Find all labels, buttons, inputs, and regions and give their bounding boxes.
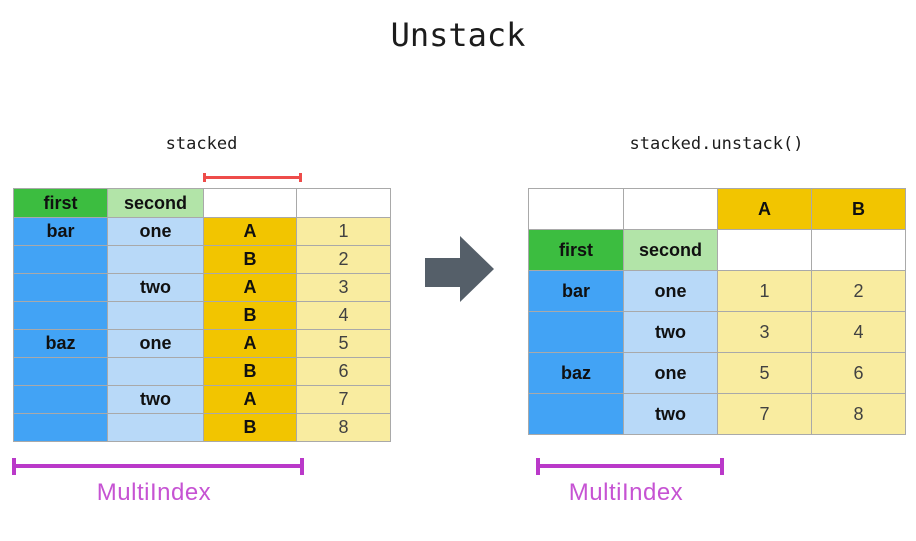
- index-cell: two: [623, 393, 718, 435]
- unstacked-table: A B first second bar one 1 2 two 3 4 baz…: [528, 188, 906, 435]
- empty-header-cell: [717, 229, 812, 271]
- column-a-header-cell: A: [717, 188, 812, 230]
- index-cell: B: [203, 245, 297, 274]
- value-cell: 3: [296, 273, 391, 302]
- index-cell: [13, 273, 108, 302]
- table-row: two A 3: [13, 273, 391, 302]
- index-cell: A: [203, 329, 297, 358]
- index-cell: [13, 413, 108, 442]
- index-cell: two: [107, 385, 204, 414]
- multiindex-label: MultiIndex: [96, 479, 212, 506]
- value-cell: 2: [296, 245, 391, 274]
- value-cell: 7: [717, 393, 812, 435]
- value-cell: 3: [717, 311, 812, 353]
- table-row: B 2: [13, 245, 391, 274]
- index-cell: two: [623, 311, 718, 353]
- index-cell: [528, 311, 624, 353]
- second-header-cell: second: [107, 188, 204, 218]
- stacked-column-bracket: [203, 173, 302, 182]
- index-cell: bar: [528, 270, 624, 312]
- value-cell: 7: [296, 385, 391, 414]
- index-cell: A: [203, 273, 297, 302]
- index-cell: one: [623, 270, 718, 312]
- index-cell: [107, 245, 204, 274]
- index-cell: baz: [13, 329, 108, 358]
- index-cell: baz: [528, 352, 624, 394]
- index-cell: [13, 385, 108, 414]
- multiindex-bracket: [536, 458, 724, 475]
- table-row: first second: [528, 229, 906, 271]
- column-b-header-cell: B: [811, 188, 906, 230]
- empty-header-cell: [811, 229, 906, 271]
- index-cell: one: [107, 217, 204, 246]
- value-cell: 5: [717, 352, 812, 394]
- value-cell: 6: [811, 352, 906, 394]
- empty-header-cell: [296, 188, 391, 218]
- page-title: Unstack: [390, 16, 526, 54]
- index-cell: B: [203, 301, 297, 330]
- value-cell: 4: [296, 301, 391, 330]
- table-row: first second: [13, 188, 391, 218]
- empty-header-cell: [528, 188, 624, 230]
- index-cell: two: [107, 273, 204, 302]
- stacked-label: stacked: [165, 134, 238, 154]
- index-cell: B: [203, 357, 297, 386]
- index-cell: [13, 301, 108, 330]
- empty-header-cell: [203, 188, 297, 218]
- index-cell: [13, 357, 108, 386]
- table-row: B 6: [13, 357, 391, 386]
- first-header-cell: first: [13, 188, 108, 218]
- value-cell: 5: [296, 329, 391, 358]
- value-cell: 2: [811, 270, 906, 312]
- value-cell: 1: [296, 217, 391, 246]
- value-cell: 1: [717, 270, 812, 312]
- index-cell: one: [107, 329, 204, 358]
- empty-header-cell: [623, 188, 718, 230]
- index-cell: [107, 413, 204, 442]
- index-cell: B: [203, 413, 297, 442]
- index-cell: [13, 245, 108, 274]
- index-cell: A: [203, 217, 297, 246]
- index-cell: [528, 393, 624, 435]
- table-row: bar one 1 2: [528, 270, 906, 312]
- table-row: baz one A 5: [13, 329, 391, 358]
- multiindex-label: MultiIndex: [568, 479, 684, 506]
- index-cell: bar: [13, 217, 108, 246]
- table-row: bar one A 1: [13, 217, 391, 246]
- multiindex-bracket: [12, 458, 304, 475]
- table-row: two A 7: [13, 385, 391, 414]
- right-arrow-icon: [425, 236, 494, 302]
- index-cell: [107, 357, 204, 386]
- table-row: B 8: [13, 413, 391, 442]
- table-row: two 3 4: [528, 311, 906, 353]
- table-row: baz one 5 6: [528, 352, 906, 394]
- table-row: two 7 8: [528, 393, 906, 435]
- stacked-table: first second bar one A 1 B 2 two A 3 B: [13, 188, 391, 442]
- value-cell: 4: [811, 311, 906, 353]
- unstacked-label: stacked.unstack(): [629, 134, 804, 154]
- index-cell: A: [203, 385, 297, 414]
- index-cell: one: [623, 352, 718, 394]
- value-cell: 8: [811, 393, 906, 435]
- value-cell: 8: [296, 413, 391, 442]
- value-cell: 6: [296, 357, 391, 386]
- second-header-cell: second: [623, 229, 718, 271]
- first-header-cell: first: [528, 229, 624, 271]
- table-row: A B: [528, 188, 906, 230]
- table-row: B 4: [13, 301, 391, 330]
- index-cell: [107, 301, 204, 330]
